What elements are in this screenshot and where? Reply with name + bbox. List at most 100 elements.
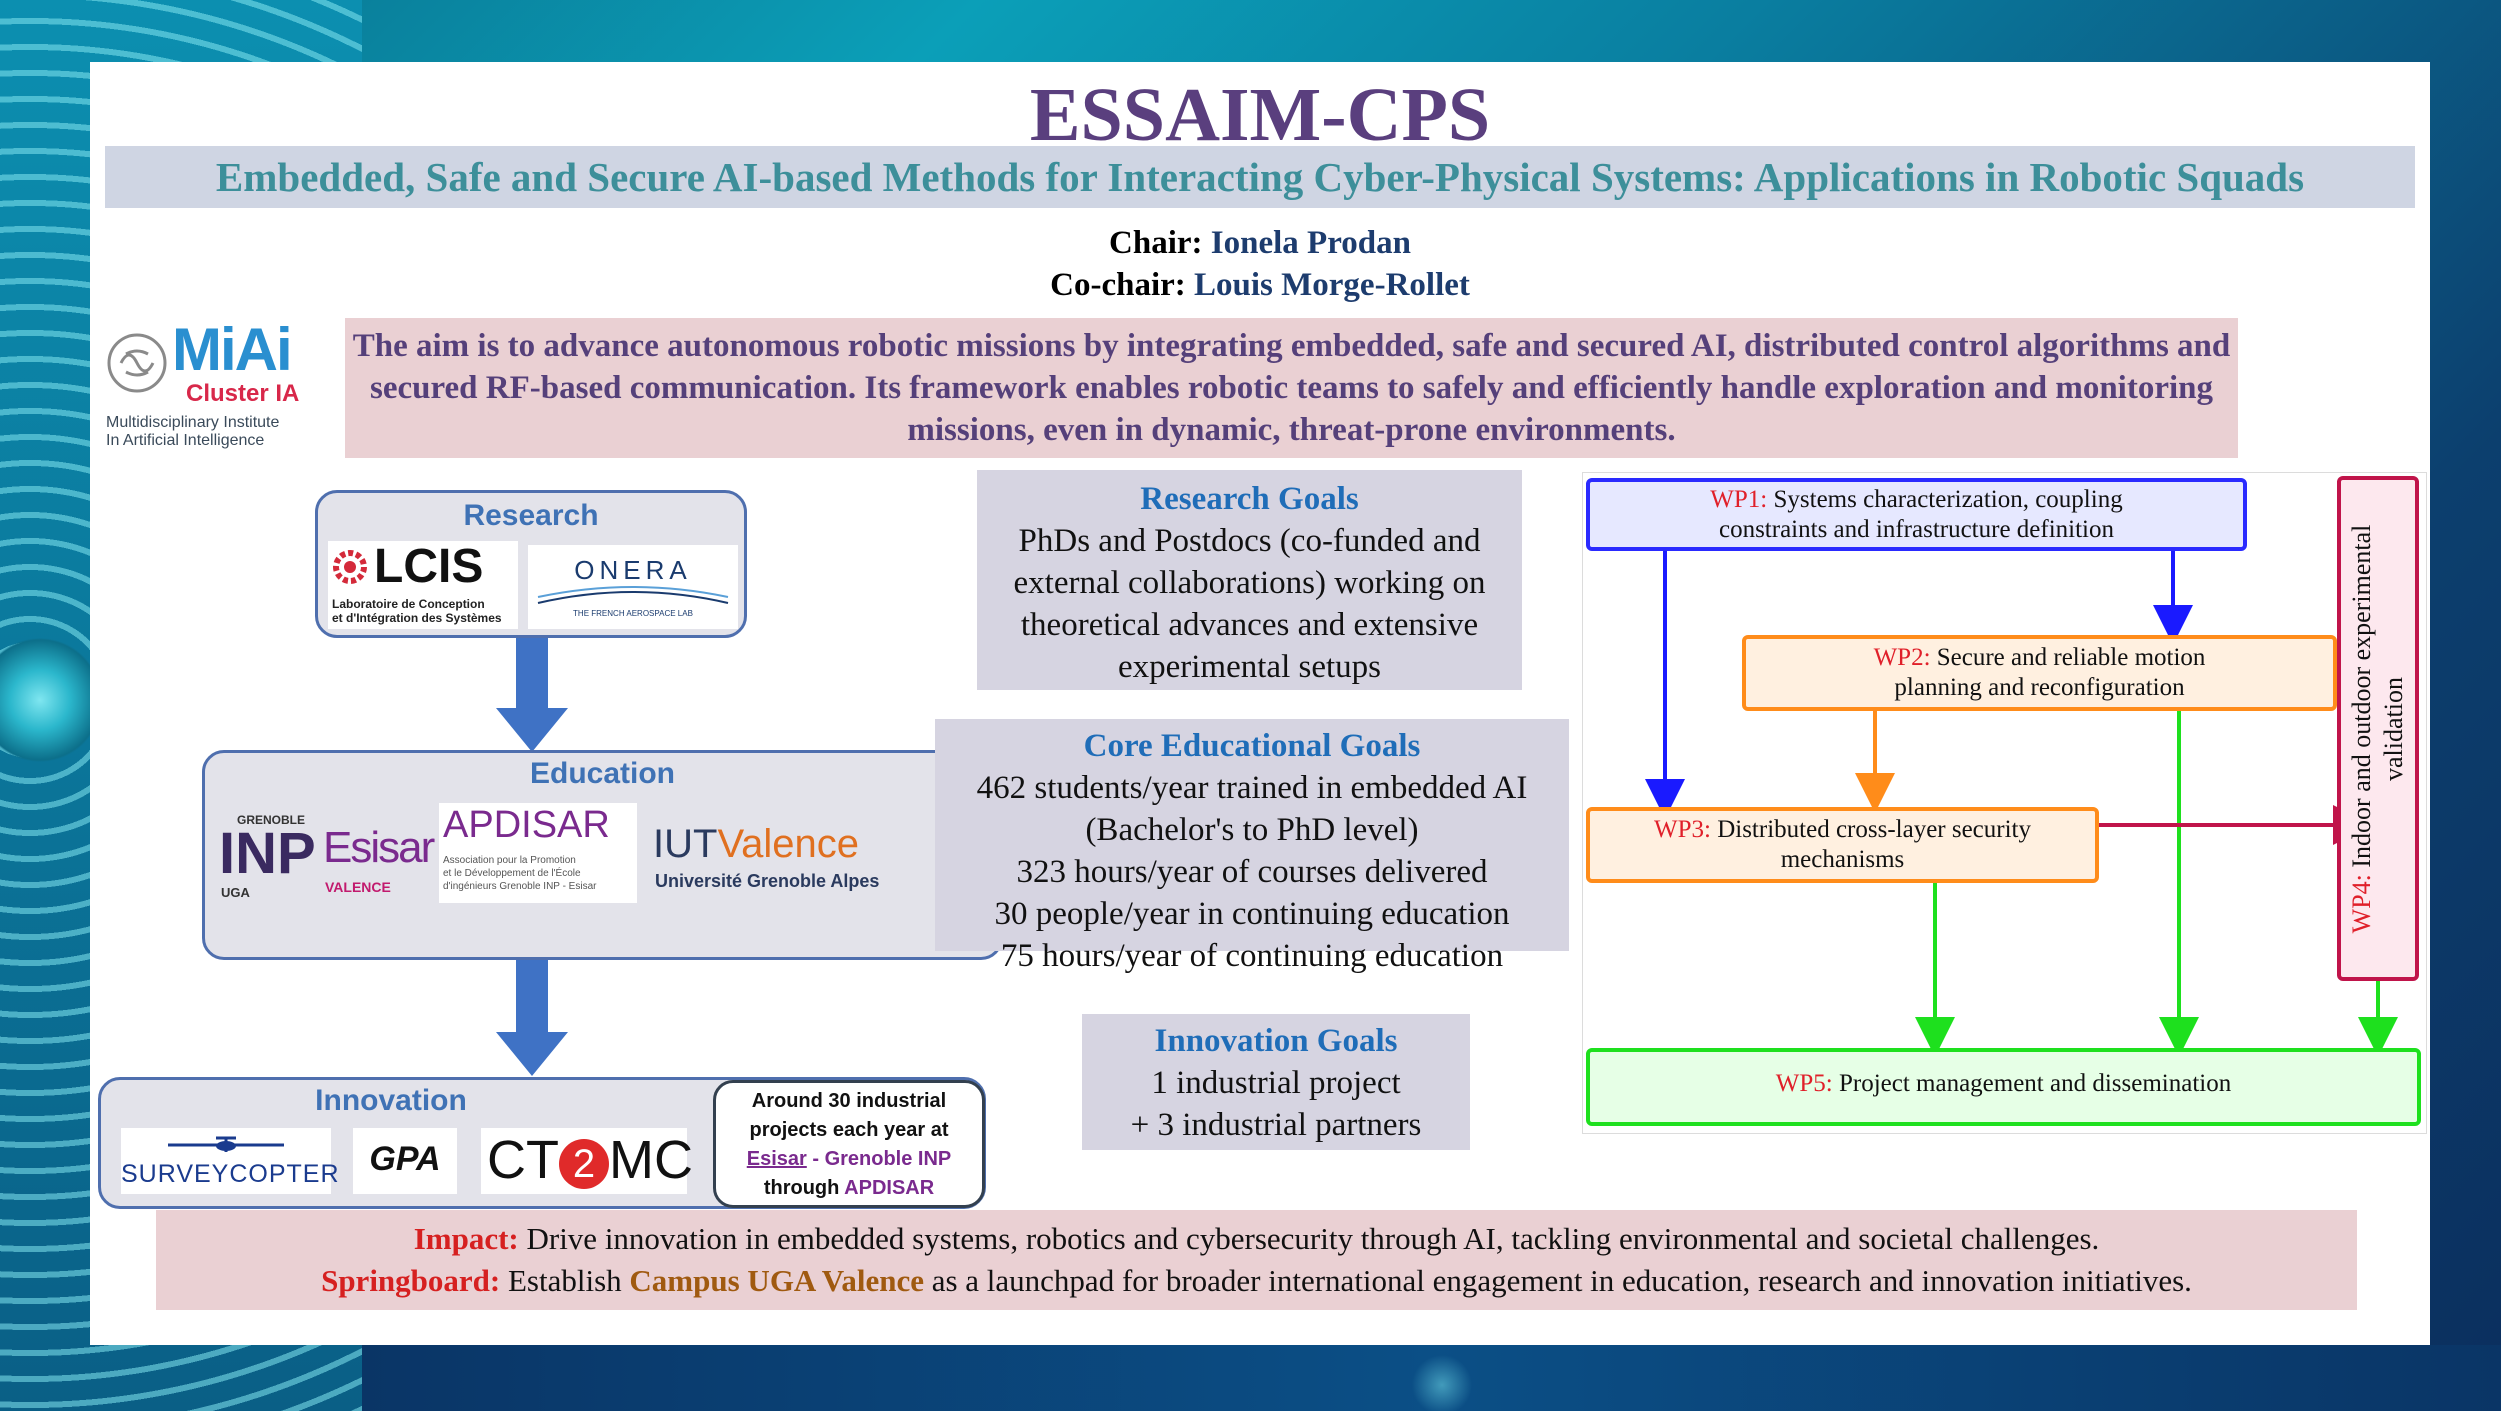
cochair-name: Louis Morge-Rollet: [1194, 267, 1470, 303]
lcis-sub1: Laboratoire de Conception: [332, 597, 485, 611]
wp5-key: WP5:: [1775, 1070, 1833, 1097]
subtitle-bar: Embedded, Safe and Secure AI-based Metho…: [105, 146, 2415, 208]
grenoble-inp-logo: GRENOBLE INP UGA: [219, 811, 319, 903]
education-box: Education GRENOBLE INP UGA Esisar VALENC…: [202, 750, 1003, 960]
apdisar-logo: APDISAR Association pour la Promotion et…: [439, 803, 637, 903]
wp2-text1: Secure and reliable motion: [1936, 644, 2206, 671]
note-line2: projects each year at: [749, 1119, 949, 1141]
wp4-key: WP4:: [2347, 873, 2376, 933]
surveycopter-text: SURVEYCOPTER: [121, 1160, 340, 1188]
research-label: Research: [463, 499, 599, 532]
innovation-goals-title: Innovation Goals: [1154, 1023, 1398, 1059]
wp4-line2: validation: [2379, 676, 2408, 781]
chair-name: Ionela Prodan: [1210, 225, 1411, 261]
iut-mark: IUTValence: [653, 821, 859, 867]
wp3-key: WP3:: [1654, 816, 1711, 843]
research-goals-box: Research Goals PhDs and Postdocs (co-fun…: [977, 470, 1522, 690]
wp2-line2: planning and reconfiguration: [1894, 674, 2185, 701]
springboard-place: Campus UGA Valence: [629, 1263, 924, 1298]
note-mid: - Grenoble INP: [806, 1148, 952, 1170]
poster-panel: ESSAIM-CPS Embedded, Safe and Secure AI-…: [90, 62, 2430, 1345]
miai-line1: Multidisciplinary Institute: [106, 414, 280, 431]
innovation-label: Innovation: [315, 1084, 467, 1117]
wp1-line1: WP1: Systems characterization, coupling: [1590, 485, 2243, 515]
innovation-goals-line: + 3 industrial partners: [1130, 1107, 1422, 1143]
inp-bottom: UGA: [221, 885, 250, 900]
impact-text: Drive innovation in embedded systems, ro…: [518, 1221, 2100, 1256]
iut-valence-logo: IUTValence Université Grenoble Alpes: [653, 821, 993, 901]
poster-subtitle: Embedded, Safe and Secure AI-based Metho…: [215, 154, 2305, 200]
cochair-line: Co-chair: Louis Morge-Rollet: [90, 264, 2430, 306]
education-goals-line: 75 hours/year of continuing education: [1000, 938, 1504, 974]
iut-mark1: IUT: [653, 822, 718, 866]
research-goals-line: external collaborations) working on: [1013, 565, 1486, 601]
wp2-box: WP2: Secure and reliable motion planning…: [1742, 635, 2337, 711]
note-apdisar: APDISAR: [844, 1177, 935, 1199]
wp4-line1: WP4: Indoor and outdoor experimental: [2346, 481, 2378, 976]
apdisar-sub3: d'ingénieurs Grenoble INP - Esisar: [443, 881, 597, 892]
wp2-key: WP2:: [1873, 644, 1931, 671]
wp3-text1: Distributed cross-layer security: [1717, 816, 2031, 843]
wp1-key: WP1:: [1710, 486, 1768, 513]
inp-top: GRENOBLE: [237, 813, 306, 827]
note-through: through: [763, 1177, 845, 1199]
miai-cluster: Cluster IA: [186, 380, 300, 407]
iut-sub: Université Grenoble Alpes: [655, 871, 880, 891]
arrow-research-education: [496, 638, 568, 752]
cochair-label: Co-chair:: [1050, 267, 1186, 303]
apdisar-sub1: Association pour la Promotion: [443, 855, 576, 866]
education-label: Education: [529, 757, 675, 790]
education-goals-title: Core Educational Goals: [1083, 728, 1421, 764]
esisar-mark: Esisar: [323, 823, 435, 872]
gpa-text: GPA: [369, 1140, 441, 1178]
springboard-post: as a launchpad for broader international…: [923, 1263, 2192, 1298]
research-goals-line: experimental setups: [1117, 649, 1381, 685]
innovation-goals-box: Innovation Goals 1 industrial project + …: [1082, 1014, 1470, 1150]
lcis-sub2: et d'Intégration des Systèmes: [332, 611, 502, 625]
education-goals-box: Core Educational Goals 462 students/year…: [935, 719, 1569, 974]
note-line3: Esisar - Grenoble INP: [716, 1145, 982, 1174]
iut-mark2: Valence: [717, 822, 860, 866]
work-package-diagram: WP1: Systems characterization, coupling …: [1582, 472, 2427, 1134]
wp2-line1: WP2: Secure and reliable motion: [1746, 643, 2333, 673]
miai-line2: In Artificial Intelligence: [106, 432, 265, 449]
industrial-projects-note: Around 30 industrial projects each year …: [713, 1080, 985, 1208]
wp5-box: WP5: Project management and disseminatio…: [1586, 1048, 2421, 1126]
ct2mc-c: MC: [608, 1130, 693, 1190]
wp1-box: WP1: Systems characterization, coupling …: [1586, 478, 2247, 551]
chair-block: Chair: Ionela Prodan Co-chair: Louis Mor…: [90, 222, 2430, 306]
miai-logo: MiAi Cluster IA Multidisciplinary Instit…: [106, 320, 316, 460]
surveycopter-logo: SURVEYCOPTER: [121, 1128, 340, 1194]
wp3-line1: WP3: Distributed cross-layer security: [1590, 815, 2095, 845]
inp-mark: INP: [219, 821, 316, 886]
onera-mark: ONERA: [574, 555, 692, 585]
background-bottom-pattern: [362, 1345, 2501, 1411]
wp1-text1: Systems characterization, coupling: [1773, 486, 2123, 513]
wp4-text1: Indoor and outdoor experimental: [2347, 524, 2376, 868]
research-box: Research LCIS Laboratoire de Conception …: [315, 490, 747, 638]
onera-logo: ONERA THE FRENCH AEROSPACE LAB: [528, 545, 738, 629]
research-goals-line: theoretical advances and extensive: [1020, 607, 1479, 643]
research-goals-line: PhDs and Postdocs (co-funded and: [1018, 523, 1481, 559]
research-goals-title: Research Goals: [1140, 481, 1359, 517]
drone-icon: [168, 1136, 284, 1152]
education-goals-line: 30 people/year in continuing education: [994, 896, 1510, 932]
lcis-mark: LCIS: [374, 540, 484, 593]
wp1-line2: constraints and infrastructure definitio…: [1718, 516, 2115, 543]
poster-title: ESSAIM-CPS: [1029, 73, 1491, 157]
chair-line: Chair: Ionela Prodan: [90, 222, 2430, 264]
miai-mark: MiAi: [172, 316, 293, 383]
springboard-line: Springboard: Establish Campus UGA Valenc…: [156, 1260, 2357, 1302]
lcis-gear-icon: [333, 550, 367, 584]
apdisar-sub2: et le Développement de l'École: [443, 868, 581, 879]
aim-statement: The aim is to advance autonomous robotic…: [345, 318, 2238, 458]
note-line4: through APDISAR: [716, 1174, 982, 1203]
wp5-text: Project management and dissemination: [1838, 1070, 2232, 1097]
chair-label: Chair:: [1109, 225, 1203, 261]
onera-swoosh-icon: [537, 586, 729, 604]
wp3-line2: mechanisms: [1780, 846, 1905, 873]
esisar-logo: Esisar VALENCE: [323, 821, 435, 905]
